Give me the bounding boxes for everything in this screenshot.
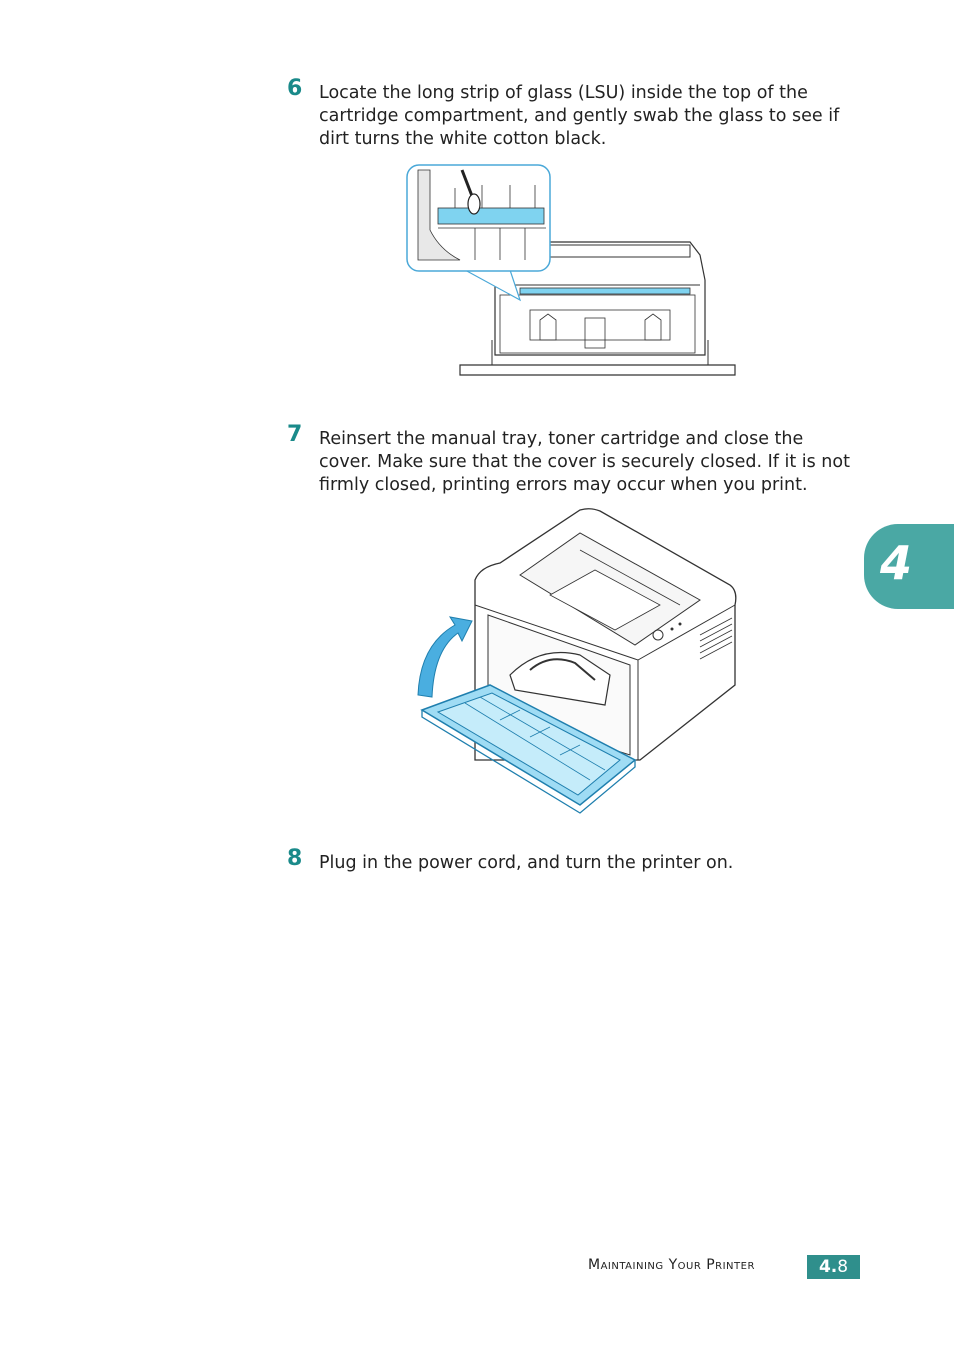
chapter-number: 4: [880, 536, 913, 590]
step-number: 7: [287, 422, 303, 447]
close-cover-illustration: [417, 508, 737, 814]
step-number: 6: [287, 76, 303, 101]
step-text: Reinsert the manual tray, toner cartridg…: [319, 429, 850, 495]
step-number: 8: [287, 846, 303, 871]
step-text: Plug in the power cord, and turn the pri…: [319, 853, 734, 873]
page-number-badge: 4.8: [807, 1255, 860, 1279]
chapter-tab: 4: [864, 524, 954, 609]
page-number: 8: [837, 1257, 849, 1277]
page-prefix: 4.: [818, 1257, 838, 1277]
step-text: Locate the long strip of glass (LSU) ins…: [319, 83, 840, 149]
footer-title: Maintaining Your Printer: [588, 1257, 755, 1273]
lsu-cleaning-illustration: [406, 164, 736, 376]
